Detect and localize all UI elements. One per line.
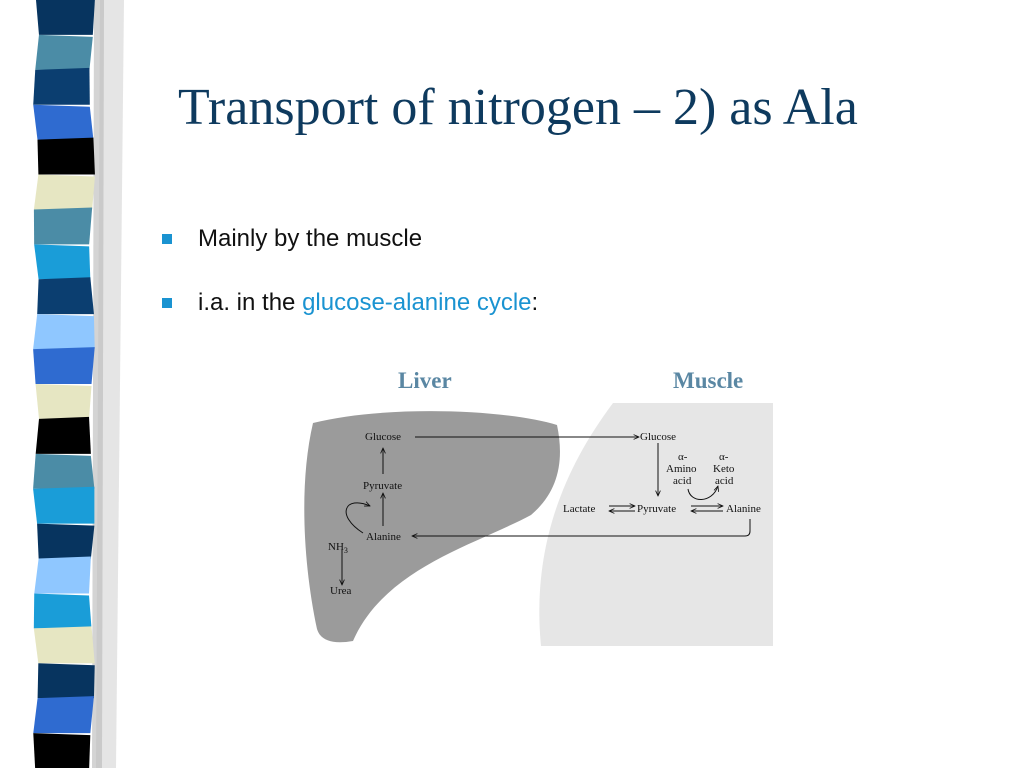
bullet-list: Mainly by the muscle i.a. in the glucose…: [160, 222, 538, 320]
bullet-colon: :: [531, 289, 539, 316]
urea-label: Urea: [330, 585, 351, 597]
muscle-shape: [539, 403, 773, 646]
muscle-heading: Muscle: [673, 368, 744, 393]
stripe-segment: [33, 104, 94, 140]
muscle-pyruvate-label: Pyruvate: [637, 503, 676, 515]
bullet-text: i.a. in the: [198, 289, 303, 316]
stripe-segment: [33, 347, 95, 384]
stripe-segment: [33, 314, 95, 350]
stripe-segment: [33, 593, 92, 629]
stripe-segment: [36, 0, 95, 35]
liver-shape: [304, 411, 560, 643]
stripe-segment: [33, 174, 95, 210]
stripe-segment: [33, 486, 95, 524]
decorative-stripe-sidebar: [0, 0, 124, 768]
amino-label: Amino: [666, 463, 697, 475]
keto-label: Keto: [713, 463, 735, 475]
stripe-segment: [35, 384, 92, 419]
keto-acid-label: acid: [715, 475, 734, 487]
stripe-segment: [33, 453, 95, 489]
square-bullet-icon: [162, 298, 172, 308]
stripe-segment: [37, 663, 95, 699]
lactate-label: Lactate: [563, 503, 595, 515]
amino-alpha-label: α-: [678, 451, 688, 463]
stripe-segment: [33, 733, 91, 768]
stripe-segment: [33, 67, 90, 105]
square-bullet-icon: [162, 234, 172, 244]
stripe-segment: [33, 207, 93, 245]
stripe-segment: [37, 523, 95, 559]
stripe-segment: [35, 416, 91, 454]
glucose-alanine-cycle-diagram: Glucose Pyruvate Alanine NH3 Urea Glucos…: [304, 403, 773, 646]
stripe-segment: [37, 277, 94, 315]
muscle-alanine-label: Alanine: [726, 503, 761, 515]
liver-glucose-label: Glucose: [365, 431, 401, 443]
stripe-segment: [34, 244, 91, 280]
liver-alanine-label: Alanine: [366, 531, 401, 543]
liver-pyruvate-label: Pyruvate: [363, 480, 402, 492]
nh3-subscript: 3: [344, 546, 348, 555]
stripe-segment: [35, 34, 93, 70]
nh3-text: NH: [328, 541, 344, 553]
bullet-highlight-term: glucose-alanine cycle: [302, 289, 532, 316]
stripe-segment: [33, 696, 94, 734]
liver-heading: Liver: [398, 368, 452, 393]
muscle-glucose-label: Glucose: [640, 431, 676, 443]
amino-acid-label: acid: [673, 475, 692, 487]
bullet-item: Mainly by the muscle: [160, 222, 538, 256]
stripe-segment: [34, 556, 91, 594]
slide-title: Transport of nitrogen – 2) as Ala: [178, 79, 858, 136]
stripe-segment: [37, 137, 95, 175]
bullet-item: i.a. in the glucose-alanine cycle:: [160, 286, 538, 320]
bullet-text: Mainly by the muscle: [198, 225, 423, 252]
stripe-segment: [33, 626, 95, 664]
nh3-label: NH3: [328, 541, 348, 555]
keto-alpha-label: α-: [719, 451, 729, 463]
